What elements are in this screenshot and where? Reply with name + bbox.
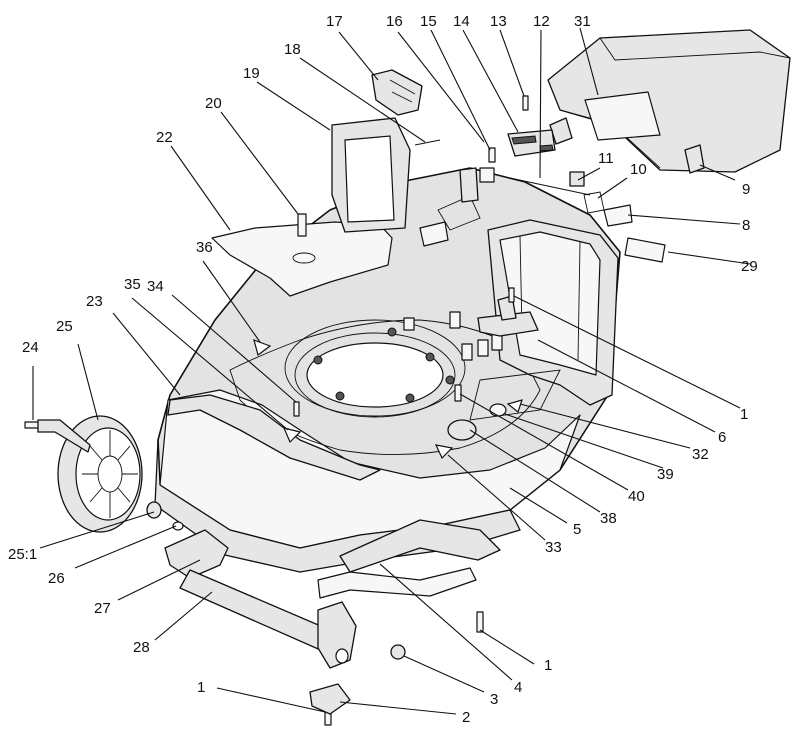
callout-1-lower: 1 — [544, 657, 552, 674]
callout-2: 2 — [462, 709, 470, 726]
callout-1-bottom: 1 — [197, 679, 205, 696]
callout-15: 15 — [420, 13, 437, 30]
rear-cover-part — [547, 29, 791, 174]
callout-8: 8 — [742, 217, 750, 234]
leader-lines — [32, 27, 751, 715]
callout-12: 12 — [533, 13, 550, 30]
callout-32: 32 — [692, 446, 709, 463]
callout-20: 20 — [205, 95, 222, 112]
wheel-part — [37, 415, 184, 533]
callout-25-1: 25:1 — [8, 546, 37, 563]
callout-25: 25 — [56, 318, 73, 335]
callout-28: 28 — [133, 639, 150, 656]
callout-38: 38 — [600, 510, 617, 527]
callout-5: 5 — [573, 521, 581, 538]
callout-11: 11 — [598, 150, 614, 167]
height-adjuster-parts — [164, 519, 501, 715]
callout-1-deck: 1 — [740, 406, 748, 423]
callout-34: 34 — [147, 278, 164, 295]
callout-39: 39 — [657, 466, 674, 483]
callout-17: 17 — [326, 13, 343, 30]
callout-22: 22 — [156, 129, 173, 146]
deck-plate-part — [211, 221, 393, 297]
callout-40: 40 — [628, 488, 645, 505]
callout-36: 36 — [196, 239, 213, 256]
callout-35: 35 — [124, 276, 141, 293]
callout-27: 27 — [94, 600, 111, 617]
callout-3: 3 — [490, 691, 498, 708]
callout-6: 6 — [718, 429, 726, 446]
front-baffle-part — [167, 394, 381, 481]
callout-29: 29 — [741, 258, 758, 275]
callout-16: 16 — [386, 13, 403, 30]
callout-26: 26 — [48, 570, 65, 587]
callout-4: 4 — [514, 679, 522, 696]
callout-13: 13 — [490, 13, 507, 30]
callout-33: 33 — [545, 539, 562, 556]
callout-31: 31 — [574, 13, 591, 30]
callout-9: 9 — [742, 181, 750, 198]
chute-door-part — [331, 69, 441, 233]
callout-23: 23 — [86, 293, 103, 310]
callout-14: 14 — [453, 13, 470, 30]
rear-latch-parts — [459, 129, 666, 263]
callout-18: 18 — [284, 41, 301, 58]
callout-19: 19 — [243, 65, 260, 82]
callout-24: 24 — [22, 339, 39, 356]
callout-10: 10 — [630, 161, 647, 178]
callout-labels: 17 16 15 14 13 12 31 18 19 20 22 11 10 9… — [8, 13, 758, 726]
